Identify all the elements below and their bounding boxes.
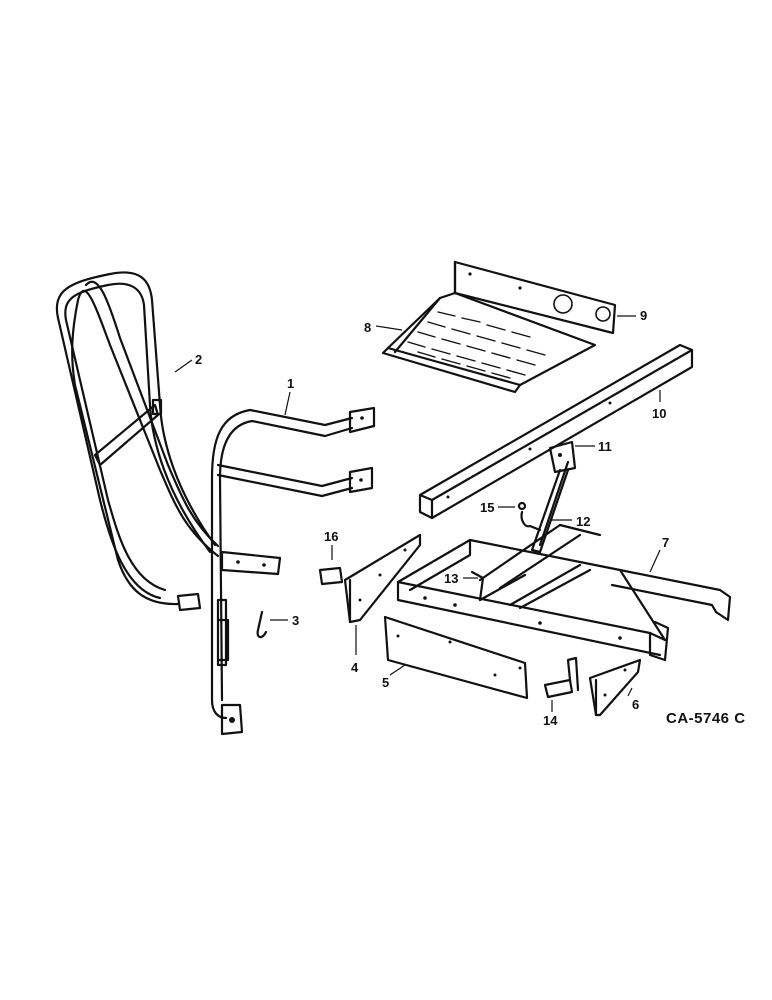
part-2-handrail-frame (55, 271, 282, 612)
callout-labels: 1 2 3 4 5 6 7 8 9 10 11 12 13 14 15 16 (195, 308, 669, 728)
callout-8: 8 (364, 320, 371, 335)
part-3-hook (256, 610, 268, 639)
part-10-channel-rail (418, 343, 694, 520)
part-5-kick-plate (383, 615, 529, 700)
part-4-side-bracket (343, 533, 422, 624)
callout-4: 4 (351, 660, 359, 675)
callout-7: 7 (662, 535, 669, 550)
callout-1: 1 (287, 376, 294, 391)
part-7-platform-frame (396, 523, 732, 662)
callout-6: 6 (632, 697, 639, 712)
part-6-gusset (588, 658, 642, 717)
part-14-angle-bracket (543, 656, 580, 699)
callout-2: 2 (195, 352, 202, 367)
callout-11: 11 (598, 439, 612, 454)
callout-15: 15 (480, 500, 494, 515)
part-1-grab-bar (210, 406, 376, 736)
callout-5: 5 (382, 675, 389, 690)
figure-reference-code: CA-5746 C (666, 710, 746, 727)
part-13-strap (470, 570, 485, 602)
callout-3: 3 (292, 613, 299, 628)
part-11-12-brace (517, 440, 577, 554)
part-16-pad (318, 566, 344, 586)
part-8-9-floor-plate (381, 260, 617, 394)
callout-9: 9 (640, 308, 647, 323)
leader-lines (174, 315, 661, 712)
callout-14: 14 (543, 713, 558, 728)
callout-13: 13 (444, 571, 458, 586)
callout-12: 12 (576, 514, 590, 529)
callout-10: 10 (652, 406, 666, 421)
callout-16: 16 (324, 529, 338, 544)
